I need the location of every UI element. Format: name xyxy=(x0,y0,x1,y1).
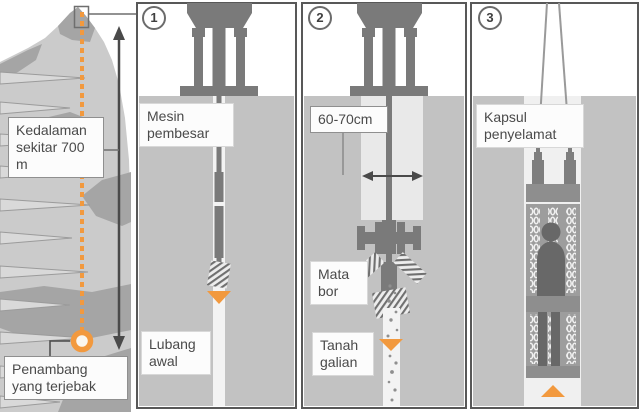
diameter-arrow xyxy=(362,171,423,181)
panel2-debris-channel xyxy=(383,308,400,406)
drill-rig-1 xyxy=(180,3,258,96)
panel-step3 xyxy=(470,2,639,409)
depth-label: Kedalaman sekitar 700 m xyxy=(8,117,104,179)
capsule-top-band xyxy=(526,184,580,202)
trapped-label-connector xyxy=(49,340,70,358)
drill-bit-label: Mata bor xyxy=(310,261,368,306)
enlarging-machine-label: Mesin pembesar xyxy=(139,103,234,148)
marker-triangle-down-2 xyxy=(379,339,403,351)
drill-rig-2 xyxy=(350,3,428,96)
drill-string-2 xyxy=(357,96,421,300)
excavated-soil-label: Tanah galian xyxy=(312,332,374,377)
rescue-capsule xyxy=(526,144,580,378)
trapped-miners-label: Penambang yang terjebak xyxy=(4,356,128,401)
miner-legs-silhouette xyxy=(538,312,560,366)
surface-marker-box xyxy=(73,5,90,29)
pilot-hole-label: Lubang awal xyxy=(141,331,211,376)
step1-number-badge: 1 xyxy=(142,6,166,30)
marker-triangle-down-1 xyxy=(207,291,231,304)
trapped-miners-marker xyxy=(70,329,94,353)
marker-triangle-up-3 xyxy=(541,385,565,397)
miner-silhouette xyxy=(537,222,565,296)
drill-bit-1 xyxy=(206,260,231,289)
step2-number-badge: 2 xyxy=(308,6,332,30)
capsule-mid-band xyxy=(526,296,580,312)
capsule-bottom-band xyxy=(526,366,580,378)
step3-number-badge: 3 xyxy=(478,6,502,30)
rescue-capsule-label: Kapsul penyelamat xyxy=(476,104,584,149)
depth-arrow xyxy=(113,26,125,350)
panel-step2 xyxy=(301,2,467,409)
mountain-cross-section xyxy=(0,5,137,412)
drill-bit-2 xyxy=(351,252,427,319)
diameter-label: 60-70cm xyxy=(310,106,388,134)
capsule-lift-posts xyxy=(532,144,576,186)
